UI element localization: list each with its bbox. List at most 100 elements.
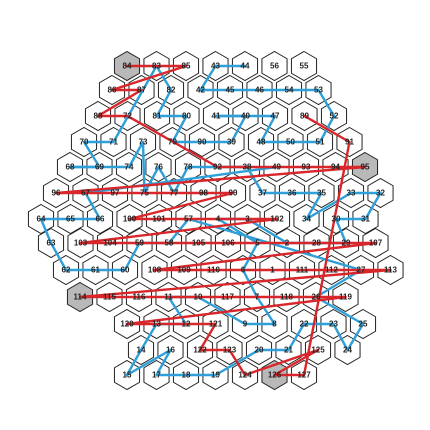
cell-label-43: 43: [211, 62, 220, 71]
cell-label-79: 79: [168, 138, 177, 147]
cell-label-1: 1: [270, 266, 275, 275]
blue-path-segment: [199, 64, 217, 92]
cell-label-81: 81: [153, 112, 162, 121]
cell-label-56: 56: [270, 62, 279, 71]
hex-cell-55[interactable]: [290, 50, 318, 82]
blue-path-segment: [155, 88, 173, 118]
cell-label-122: 122: [193, 346, 207, 355]
blue-path-segment: [171, 114, 188, 144]
cell-label-108: 108: [148, 266, 162, 275]
blue-path-segment: [364, 191, 382, 221]
blue-path-segment: [241, 241, 259, 272]
cell-label-48: 48: [257, 138, 266, 147]
blue-path-segment: [167, 295, 188, 326]
cell-label-107: 107: [369, 239, 383, 248]
blue-path-segment: [127, 140, 145, 169]
cell-label-84: 84: [123, 62, 132, 71]
red-path-segment: [153, 241, 377, 272]
blue-path-segment: [334, 217, 348, 245]
blue-path-segment: [287, 322, 306, 352]
cell-label-27: 27: [357, 266, 366, 275]
cell-label-113: 113: [384, 266, 397, 275]
cell-label-97: 97: [111, 189, 120, 198]
cell-label-10: 10: [194, 293, 203, 302]
blue-path-segment: [314, 268, 363, 299]
blue-path-segment: [305, 191, 353, 221]
cell-label-50: 50: [286, 138, 295, 147]
blue-path-segment: [317, 88, 336, 118]
blue-path-segment: [155, 348, 172, 377]
cell-label-101: 101: [152, 215, 166, 224]
blue-path-segment: [125, 348, 143, 377]
red-path-segment: [243, 348, 320, 377]
cell-label-106: 106: [221, 239, 235, 248]
cell-label-19: 19: [211, 371, 220, 380]
cell-label-20: 20: [255, 346, 264, 355]
cell-label-12: 12: [182, 320, 191, 329]
red-path-segment: [125, 295, 347, 326]
cell-label-120: 120: [120, 320, 134, 329]
cell-label-75: 75: [140, 189, 149, 198]
red-path-segment: [128, 191, 235, 221]
cell-label-17: 17: [152, 371, 161, 380]
cell-label-22: 22: [300, 320, 309, 329]
cell-label-87: 87: [137, 86, 146, 95]
cell-label-69: 69: [95, 163, 104, 172]
cell-label-94: 94: [331, 163, 340, 172]
blue-path-segment: [39, 217, 53, 245]
blue-path-segment: [216, 217, 259, 245]
cell-label-26: 26: [312, 293, 321, 302]
blue-path-segment: [143, 165, 160, 195]
red-path-segment: [54, 165, 367, 195]
cell-label-91: 91: [345, 138, 354, 147]
cell-label-5: 5: [255, 239, 260, 248]
cell-label-104: 104: [103, 239, 117, 248]
red-path-segment: [79, 217, 279, 245]
cell-label-49: 49: [272, 163, 281, 172]
blue-path-segment: [241, 268, 259, 299]
cell-label-47: 47: [271, 112, 280, 121]
cell-label-41: 41: [212, 112, 221, 121]
cell-label-114: 114: [74, 293, 87, 302]
cell-label-58: 58: [165, 239, 174, 248]
cell-label-13: 13: [152, 320, 161, 329]
cell-label-7: 7: [255, 293, 260, 302]
cell-label-32: 32: [376, 189, 385, 198]
cell-label-109: 109: [177, 266, 191, 275]
cell-label-93: 93: [302, 163, 311, 172]
cell-label-25: 25: [359, 320, 368, 329]
blue-path-segment: [255, 295, 276, 326]
cell-label-15: 15: [123, 371, 132, 380]
cell-label-40: 40: [241, 112, 250, 121]
cell-label-11: 11: [164, 293, 173, 302]
cell-label-34: 34: [302, 215, 311, 224]
cell-label-8: 8: [272, 320, 277, 329]
cell-label-98: 98: [199, 189, 208, 198]
hex-cell-56[interactable]: [261, 50, 288, 82]
cell-label-116: 116: [133, 293, 146, 302]
cell-label-112: 112: [325, 266, 338, 275]
cell-label-38: 38: [243, 163, 252, 172]
cell-label-30: 30: [332, 215, 341, 224]
cell-label-45: 45: [226, 86, 235, 95]
cell-label-9: 9: [243, 320, 248, 329]
cell-label-115: 115: [103, 293, 116, 302]
cell-label-64: 64: [37, 215, 46, 224]
cell-label-96: 96: [52, 189, 61, 198]
cell-label-61: 61: [91, 266, 100, 275]
blue-path-segment: [230, 114, 247, 144]
cell-label-100: 100: [123, 215, 137, 224]
cell-label-77: 77: [170, 189, 179, 198]
cell-label-118: 118: [280, 293, 293, 302]
cell-label-57: 57: [184, 215, 193, 224]
cell-label-65: 65: [66, 215, 75, 224]
cell-label-82: 82: [167, 86, 176, 95]
cell-label-42: 42: [196, 86, 205, 95]
cell-label-46: 46: [255, 86, 264, 95]
red-path-segment: [96, 88, 143, 118]
blue-path-segment: [305, 191, 323, 221]
blue-path-segment: [346, 322, 365, 352]
cell-label-80: 80: [182, 112, 191, 121]
cell-label-95: 95: [361, 163, 370, 172]
